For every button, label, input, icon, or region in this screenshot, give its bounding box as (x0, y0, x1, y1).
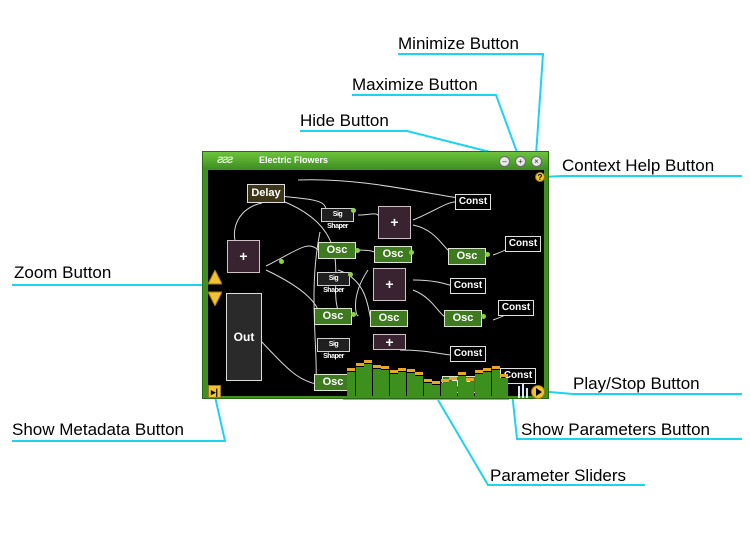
play-stop-button[interactable] (531, 385, 545, 399)
parameter-slider-handle[interactable] (389, 370, 398, 373)
parameter-slider[interactable] (500, 378, 508, 396)
parameter-slider[interactable] (347, 372, 355, 396)
osc-node[interactable]: Osc (314, 308, 352, 325)
parameter-slider[interactable] (457, 376, 466, 396)
parameter-slider-handle[interactable] (406, 369, 415, 372)
const-node[interactable]: Const (505, 236, 541, 252)
add-node[interactable]: + (378, 206, 411, 239)
callout-zoom: Zoom Button (14, 263, 112, 282)
parameter-slider[interactable] (491, 370, 500, 396)
sig-shaper-node[interactable]: Sig Shaper (321, 208, 354, 230)
parameter-slider[interactable] (364, 364, 372, 396)
parameter-slider-handle[interactable] (449, 377, 457, 380)
show-parameters-button[interactable] (518, 384, 528, 398)
output-port[interactable] (355, 248, 360, 253)
callout-show-parameters: Show Parameters Button (521, 420, 710, 439)
parameter-slider-handle[interactable] (500, 374, 508, 377)
osc-node[interactable]: Osc (448, 248, 486, 265)
add-node[interactable]: + (373, 334, 406, 350)
parameter-sliders[interactable] (347, 346, 509, 396)
add-node[interactable]: + (373, 268, 406, 301)
parameter-slider[interactable] (474, 374, 483, 396)
parameter-slider-handle[interactable] (372, 365, 381, 368)
osc-node[interactable]: Osc (314, 374, 352, 391)
parameter-slider-handle[interactable] (457, 372, 466, 375)
parameter-slider[interactable] (483, 372, 491, 396)
parameter-slider-handle[interactable] (415, 372, 423, 375)
parameter-slider[interactable] (381, 370, 389, 396)
patch-canvas[interactable]: Delay + Out Sig Shaper Sig Shaper Sig Sh… (208, 170, 544, 396)
maximize-button[interactable]: + (515, 156, 526, 167)
parameter-slider-handle[interactable] (491, 366, 500, 369)
osc-node[interactable]: Osc (370, 310, 408, 327)
parameter-slider-handle[interactable] (381, 366, 389, 369)
sig-shaper-node[interactable]: Sig Shaper (317, 272, 350, 294)
parameter-slider-handle[interactable] (398, 368, 406, 371)
app-logo: ƧƧƧ (217, 155, 233, 165)
osc-node[interactable]: Osc (318, 242, 356, 259)
context-help-button[interactable]: ? (535, 172, 545, 182)
output-port[interactable] (279, 259, 284, 264)
delay-node[interactable]: Delay (247, 184, 285, 203)
parameter-slider-handle[interactable] (483, 368, 491, 371)
parameter-slider[interactable] (440, 383, 449, 396)
parameter-slider[interactable] (423, 383, 432, 396)
const-node[interactable]: Const (450, 278, 486, 294)
output-port[interactable] (409, 250, 414, 255)
callout-parameter-sliders: Parameter Sliders (490, 466, 627, 485)
sig-shaper-node[interactable]: Sig Shaper (317, 338, 350, 360)
parameter-slider-handle[interactable] (364, 360, 372, 363)
callout-minimize: Minimize Button (398, 34, 519, 53)
parameter-slider-handle[interactable] (466, 378, 474, 381)
parameter-slider[interactable] (449, 381, 457, 396)
output-port[interactable] (351, 208, 356, 213)
parameter-slider-handle[interactable] (432, 381, 440, 384)
title-bar[interactable]: ƧƧƧ Electric Flowers – + × (203, 152, 548, 169)
const-node[interactable]: Const (498, 300, 534, 316)
zoom-button[interactable] (207, 268, 223, 308)
window-title: Electric Flowers (259, 155, 329, 165)
output-node[interactable]: Out (226, 293, 262, 381)
parameter-slider-handle[interactable] (423, 379, 432, 382)
parameter-slider[interactable] (406, 373, 415, 396)
output-port[interactable] (481, 314, 486, 319)
callout-context-help: Context Help Button (562, 156, 715, 175)
const-node[interactable]: Const (450, 346, 486, 362)
osc-node[interactable]: Osc (444, 310, 482, 327)
const-node[interactable]: Const (500, 368, 536, 384)
parameter-slider[interactable] (432, 385, 440, 396)
callout-show-metadata: Show Metadata Button (12, 420, 185, 439)
output-port[interactable] (485, 252, 490, 257)
parameter-slider-handle[interactable] (347, 368, 355, 371)
parameter-slider[interactable] (389, 374, 398, 396)
output-port[interactable] (348, 272, 353, 277)
app-window: ƧƧƧ Electric Flowers – + × (202, 151, 549, 399)
callout-hide: Hide Button (300, 111, 389, 130)
callout-maximize: Maximize Button (352, 75, 478, 94)
callout-play-stop: Play/Stop Button (573, 374, 700, 393)
hide-button[interactable]: – (499, 156, 510, 167)
parameter-slider-handle[interactable] (440, 379, 449, 382)
parameter-slider[interactable] (398, 372, 406, 396)
parameter-slider[interactable] (415, 376, 423, 396)
osc-node[interactable]: Osc (374, 246, 412, 263)
const-node[interactable]: Const (455, 194, 491, 210)
output-port[interactable] (351, 312, 356, 317)
parameter-slider[interactable] (355, 367, 364, 396)
parameter-slider[interactable] (372, 369, 381, 396)
parameter-slider-handle[interactable] (355, 363, 364, 366)
add-node[interactable]: + (227, 240, 260, 273)
show-metadata-button[interactable]: ▸| (208, 385, 221, 398)
parameter-slider[interactable] (466, 382, 474, 396)
parameter-slider-handle[interactable] (474, 370, 483, 373)
minimize-button[interactable]: × (531, 156, 542, 167)
